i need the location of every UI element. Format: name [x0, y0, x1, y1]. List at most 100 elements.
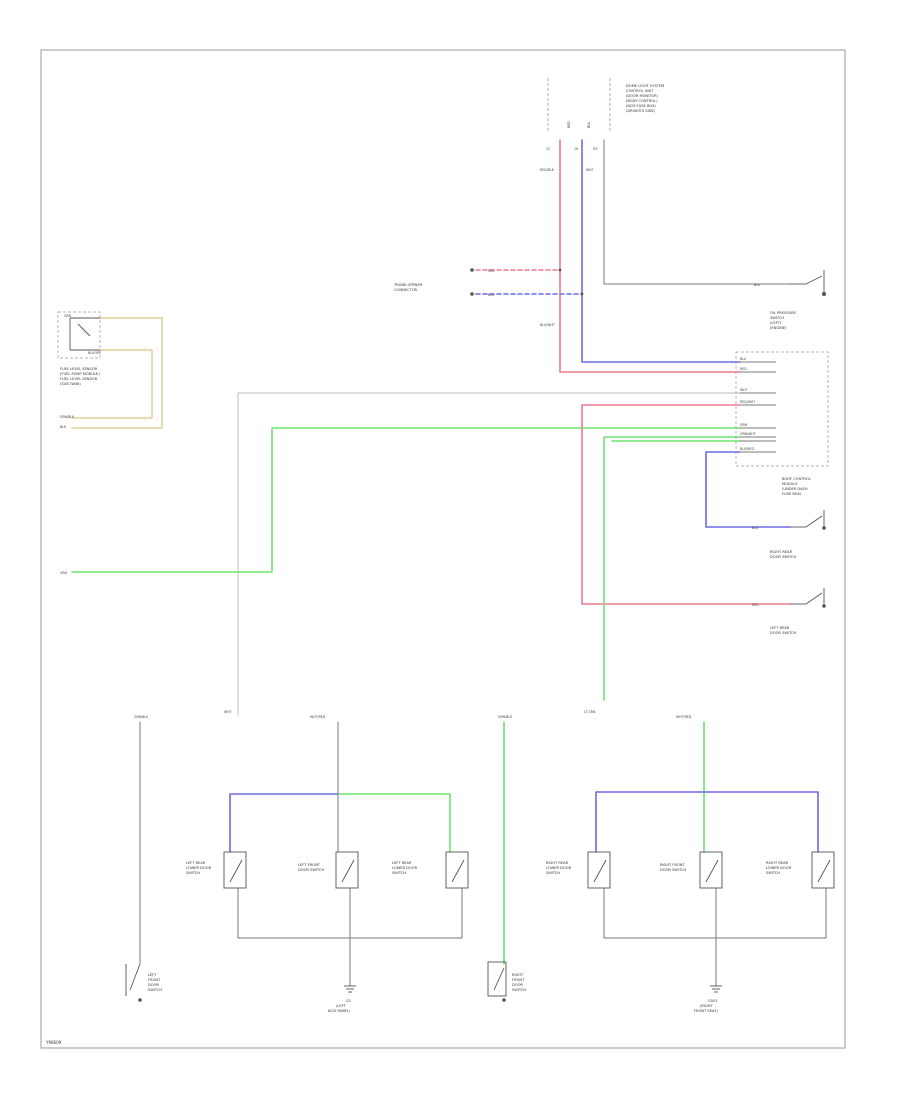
dome-header-line-5: (BCM FUSE BOX)	[626, 104, 656, 108]
right-rear-door-switch	[790, 510, 826, 530]
right-switch-3	[811, 851, 835, 889]
right-s3-line-1: RIGHT REAR	[766, 861, 789, 865]
fuel-level-sensor	[57, 311, 101, 359]
right-s1-line-1: RIGHT REAR	[546, 861, 569, 865]
right-s3-line-2: LOWER DOOR	[766, 866, 792, 870]
right-s2-line-1: RIGHT FRONT	[660, 863, 685, 867]
body-control-line-1: BODY CONTROL	[782, 477, 811, 481]
fuel-sensor-line-4: (SUB TANK)	[60, 382, 81, 386]
left-s1-line-1: LEFT REAR	[186, 861, 206, 865]
wire-green-right-group	[603, 436, 741, 701]
body-control-pins	[740, 361, 776, 453]
right-s3-line-3: SWITCH	[766, 871, 780, 875]
svg-text:RIGHT FRONT DOOR SWITCH: RIGHT FRONT DOOR SWITCH	[660, 863, 686, 872]
svg-text:LEFT FRONT DOOR SWITCH: LEFT FRONT DOOR SWITCH	[298, 863, 324, 872]
header-connector	[547, 78, 611, 132]
wire-red-rear-switch	[581, 404, 791, 605]
ground-left-symbol	[344, 985, 356, 993]
lf-door-line-2: FRONT	[148, 978, 161, 982]
label-grn-left: GRN	[60, 571, 68, 575]
wire-yellow-loop	[71, 317, 163, 429]
dome-header-line-1: DOME LIGHT SYSTEM	[626, 84, 664, 88]
left-s1-line-3: SWITCH	[186, 871, 200, 875]
left-s3-line-3: SWITCH	[392, 871, 406, 875]
label-blk-oil: BLK	[754, 283, 761, 287]
label-red-rear: RED	[752, 603, 759, 607]
dome-header-line-4: (BODY CONTROL)	[626, 99, 658, 103]
label-lt-grn: LT GRN	[584, 710, 596, 714]
diagram-frame	[40, 49, 846, 1049]
label-blu-red-bcm: BLU/RED	[740, 447, 754, 451]
svg-text:RIGHT REAR LOWER DOOR: RIGHT REAR LOWER DOOR SWITCH	[766, 861, 792, 875]
left-rear-door-switch	[790, 588, 826, 608]
trunk-line-2: CONNECTOR	[394, 288, 418, 292]
wire-right-bus	[603, 887, 827, 939]
left-s3-line-2: LOWER DOOR	[392, 866, 418, 870]
body-control-line-2: MODULE	[782, 482, 798, 486]
svg-text:DOME LIGHT SYSTEM CONTROL: DOME LIGHT SYSTEM CONTROL UNIT (DOOR MON…	[626, 84, 665, 113]
rf-door-line-3: DOOR	[512, 983, 523, 987]
label-grn-blk-b: GRN/BLK	[498, 715, 513, 719]
rf-door-line-2: FRONT	[512, 978, 525, 982]
oil-pressure-line-4: (ENGINE)	[770, 326, 787, 330]
fuel-sensor-line-2: (FUEL PUMP MODULE)	[60, 372, 100, 376]
wire-green-long	[71, 427, 741, 573]
ground-right-line-1: G501	[708, 999, 718, 1003]
header-wire-red: RED	[567, 121, 571, 128]
svg-text:RIGHT FRONT DOOR S: RIGHT FRONT DOOR SWITCH	[512, 973, 526, 992]
label-grn-bcm: GRN	[740, 423, 748, 427]
left-rear-switch-line-2: DOOR SWITCH	[770, 631, 796, 635]
left-s1-line-2: LOWER DOOR	[186, 866, 212, 870]
oil-pressure-switch	[790, 270, 826, 296]
left-switch-2	[335, 851, 359, 889]
ground-right-line-3: FRONT SEAT)	[694, 1009, 718, 1013]
header-pin-16: 16	[574, 147, 578, 151]
left-s2-line-1: LEFT FRONT	[298, 863, 321, 867]
label-red-trunk: RED	[488, 269, 495, 273]
label-red-blk: RED/BLK	[540, 168, 555, 172]
wire-left-blue	[229, 793, 339, 853]
svg-text:G1 (LEFT KICK PANEL): G1 (LEFT KICK PANEL)	[328, 999, 352, 1013]
body-control-line-4: FUSE BOX)	[782, 492, 802, 496]
svg-text:LEFT REAR LOWER DOOR S: LEFT REAR LOWER DOOR SWITCH	[392, 861, 418, 875]
lf-door-line-3: DOOR	[148, 983, 159, 987]
oil-pressure-line-1: OIL PRESSURE	[770, 311, 797, 315]
body-control-connector	[735, 351, 829, 467]
right-switch-1	[587, 851, 611, 889]
wire-red-main	[559, 139, 741, 373]
left-s2-line-2: DOOR SWITCH	[298, 868, 324, 872]
right-s1-line-3: SWITCH	[546, 871, 560, 875]
trunk-line-1: TRUNK OPENER	[393, 283, 423, 287]
wire-blue-main	[581, 139, 741, 363]
header-wire-blu: BLU	[587, 121, 591, 128]
left-s3-line-1: LEFT REAR	[392, 861, 412, 865]
oil-pressure-line-2: SWITCH	[770, 316, 784, 320]
right-s1-line-2: LOWER DOOR	[546, 866, 572, 870]
svg-text:RIGHT REAR LOWER DOOR: RIGHT REAR LOWER DOOR SWITCH	[546, 861, 572, 875]
label-blu-rear: BLU	[752, 526, 759, 530]
dome-header-line-2: CONTROL UNIT	[626, 89, 654, 93]
fuel-sensor-line-3: FUEL LEVEL SENSOR	[60, 377, 98, 381]
right-switch-2	[699, 851, 723, 889]
left-switch-3	[445, 851, 469, 889]
svg-text:LEFT FRONT DOOR SW: LEFT FRONT DOOR SWITCH	[148, 973, 162, 992]
wire-gray-left	[237, 392, 741, 716]
ground-left-line-2: (LEFT	[336, 1004, 347, 1008]
wire-black-oil	[603, 139, 791, 285]
body-control-line-3: (UNDER DASH	[782, 487, 808, 491]
svg-text:LEFT REAR DOOR SWITCH: LEFT REAR DOOR SWITCH	[770, 626, 796, 635]
right-rear-switch-line-2: DOOR SWITCH	[770, 555, 796, 559]
wire-yellow-loop-2	[71, 349, 153, 419]
label-grn-blk: GRN/BLK	[60, 415, 75, 419]
svg-text:LEFT REAR LOWER DOOR S: LEFT REAR LOWER DOOR SWITCH	[186, 861, 212, 875]
oil-pressure-line-3: (LEFT)	[770, 321, 782, 325]
right-rear-switch-line-1: RIGHT REAR	[770, 550, 793, 554]
label-wht-left-group: WHT	[224, 710, 232, 714]
left-front-door-switch	[125, 963, 142, 1002]
fuel-sensor-line-1: FUEL LEVEL SENSOR	[60, 367, 98, 371]
dome-header-line-6: (DRIVER'S SIDE)	[626, 109, 656, 113]
rf-door-line-1: RIGHT	[512, 973, 524, 977]
dome-header-line-3: (DOOR MONITOR)	[626, 94, 659, 98]
svg-text:OIL PRESSURE SWITCH (L: OIL PRESSURE SWITCH (LEFT) (ENGINE)	[770, 311, 797, 330]
